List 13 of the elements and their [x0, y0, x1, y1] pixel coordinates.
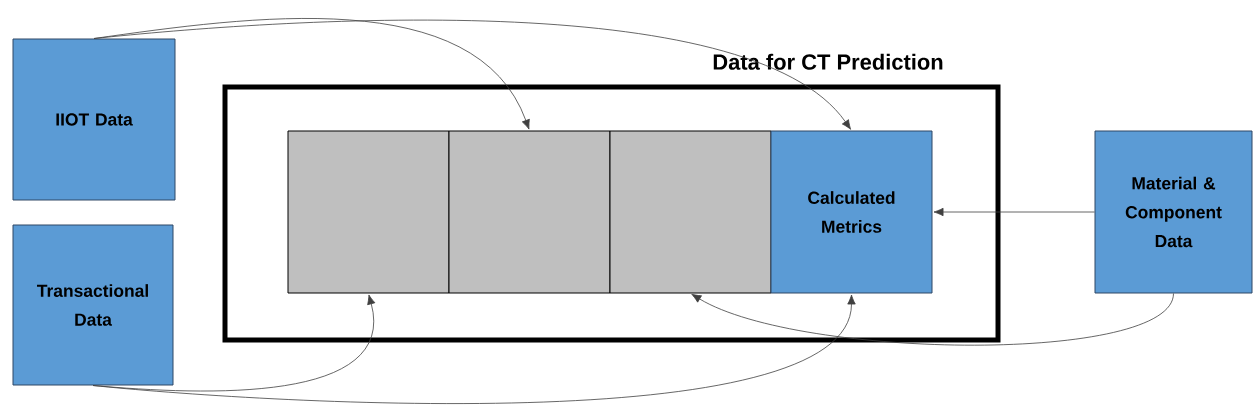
data-box: IIOT Data [12, 38, 176, 201]
arrow [93, 18, 530, 130]
data-box: Transactional Data [12, 224, 174, 386]
data-box: Calculated Metrics [770, 130, 933, 294]
arrow [933, 207, 1095, 217]
node-label: Data for CT Prediction [713, 53, 943, 70]
data-box: Material & Component Data [1094, 130, 1253, 294]
empty-box [287, 130, 450, 294]
empty-box [448, 130, 611, 294]
arrow [691, 293, 1174, 346]
arrow [93, 19, 852, 130]
empty-box [609, 130, 772, 294]
arrow [92, 294, 856, 404]
